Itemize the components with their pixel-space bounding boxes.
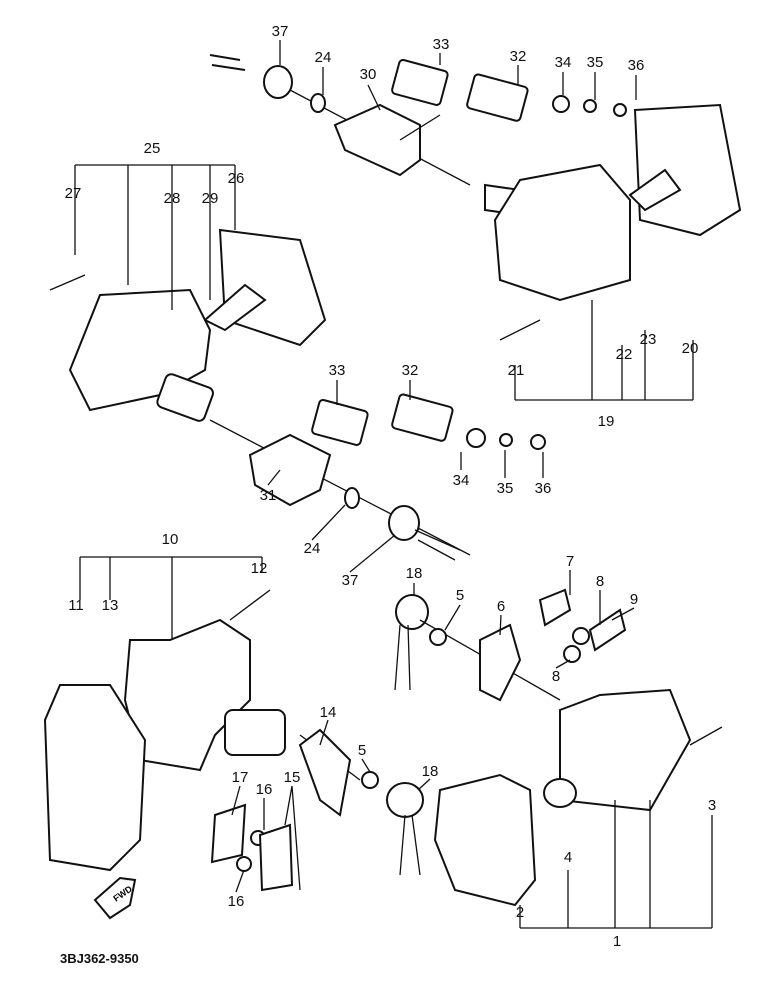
rear-left-lamp-assembly: [49, 228, 546, 561]
callout-16b: 16: [228, 893, 245, 910]
callout-5: 5: [456, 587, 464, 604]
callout-35b: 35: [497, 480, 514, 497]
callout-15: 15: [284, 769, 301, 786]
callout-26: 26: [228, 170, 245, 187]
callout-12: 12: [251, 560, 268, 577]
callout-11: 11: [68, 597, 84, 614]
callout-36: 36: [628, 57, 645, 74]
callout-6: 6: [497, 598, 505, 615]
callout-5b: 5: [358, 742, 366, 759]
callout-16: 16: [256, 781, 273, 798]
front-lamp-assemblies: [43, 588, 723, 907]
callout-22: 22: [616, 346, 633, 363]
leader-lines: [74, 40, 713, 929]
callout-24: 24: [315, 49, 332, 66]
callout-14: 14: [320, 704, 337, 721]
callout-8b: 8: [552, 668, 560, 685]
callout-7: 7: [566, 553, 574, 570]
callout-30: 30: [360, 66, 377, 83]
callout-20: 20: [682, 340, 699, 357]
callout-18: 18: [406, 565, 423, 582]
callout-36b: 36: [535, 480, 552, 497]
callout-9: 9: [630, 591, 638, 608]
callout-4: 4: [564, 849, 572, 866]
drawing-code: 3BJ362-9350: [60, 951, 139, 966]
callout-32b: 32: [402, 362, 419, 379]
forward-direction-arrow: FWD: [93, 876, 137, 920]
callout-13: 13: [102, 597, 119, 614]
callout-37: 37: [272, 23, 289, 40]
part-callouts: 37 24 30 33 32 34 35 36 25 27 28 29 26 2…: [65, 23, 717, 950]
callout-10: 10: [162, 531, 179, 548]
callout-3: 3: [708, 797, 716, 814]
callout-33b: 33: [329, 362, 346, 379]
callout-17: 17: [232, 769, 249, 786]
callout-25: 25: [144, 140, 161, 157]
callout-33: 33: [433, 36, 450, 53]
callout-2: 2: [516, 904, 524, 921]
callout-27: 27: [65, 185, 82, 202]
rear-right-lamp-assembly: [209, 54, 742, 341]
callout-8: 8: [596, 573, 604, 590]
callout-21: 21: [508, 362, 525, 379]
callout-1: 1: [613, 933, 621, 950]
callout-34: 34: [555, 54, 572, 71]
callout-32: 32: [510, 48, 527, 65]
callout-35: 35: [587, 54, 604, 71]
callout-23: 23: [640, 331, 657, 348]
callout-34b: 34: [453, 472, 470, 489]
callout-29: 29: [202, 190, 219, 207]
callout-31: 31: [260, 487, 277, 504]
callout-37b: 37: [342, 572, 359, 589]
callout-19: 19: [598, 413, 615, 430]
callout-24b: 24: [304, 540, 321, 557]
callout-18b: 18: [422, 763, 439, 780]
callout-28: 28: [164, 190, 181, 207]
